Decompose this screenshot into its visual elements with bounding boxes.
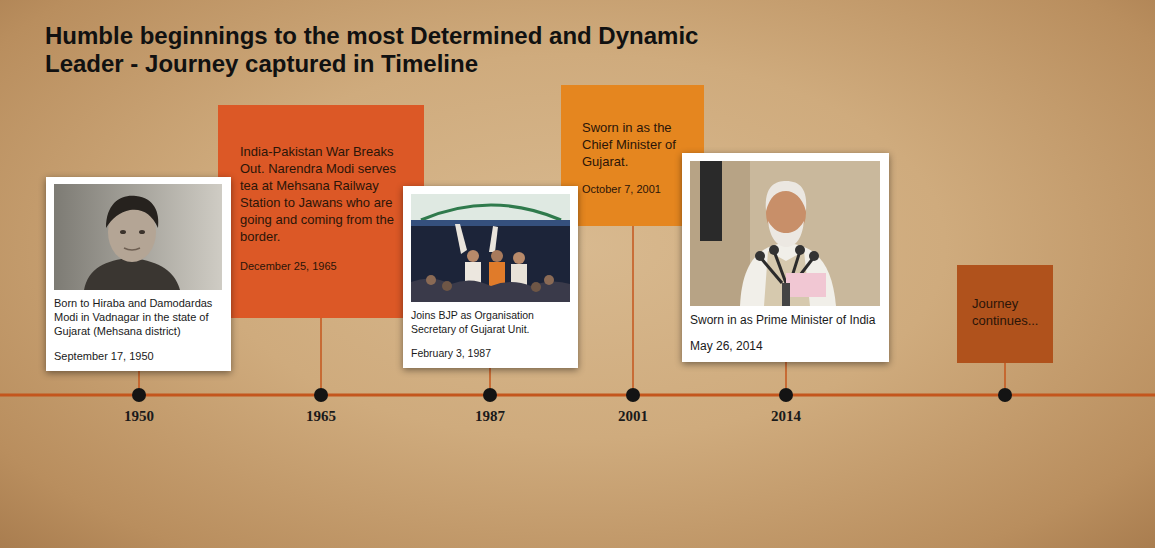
photo-shape [755, 251, 765, 261]
event-date: October 7, 2001 [582, 182, 680, 196]
photo-shape [782, 283, 790, 306]
photo-card: Joins BJP as Organisation Secretary of G… [403, 186, 578, 368]
photo-shape [411, 194, 570, 220]
photo-shape [740, 243, 836, 306]
year-label: 2014 [751, 408, 821, 425]
photo-shape [120, 230, 126, 234]
event-text: Born to Hiraba and Damodardas Modi in Va… [54, 296, 223, 338]
photo-shape [421, 205, 561, 220]
timeline-dots [132, 388, 1012, 402]
year-label: 2001 [598, 408, 668, 425]
event-date: May 26, 2014 [690, 338, 881, 354]
childhood-photo [54, 184, 222, 290]
photo-shape [411, 220, 570, 226]
photo-shape [54, 184, 222, 290]
photo-shape [106, 196, 158, 228]
photo-shape [700, 161, 722, 241]
event-box: India-Pakistan War Breaks Out. Narendra … [218, 105, 424, 318]
event-text: Joins BJP as Organisation Secretary of G… [411, 308, 570, 336]
timeline-axis [0, 394, 1155, 397]
photo-card: Sworn in as Prime Minister of IndiaMay 2… [682, 153, 889, 362]
photo-shape [544, 275, 554, 285]
photo-shape [755, 245, 819, 261]
year-label: 1987 [455, 408, 525, 425]
timeline-dot [483, 388, 497, 402]
photo-card: Born to Hiraba and Damodardas Modi in Va… [46, 177, 231, 371]
photo-shape [769, 245, 779, 255]
event-box: Journey continues... [957, 265, 1053, 363]
photo-shape [467, 250, 479, 262]
event-date: September 17, 1950 [54, 349, 223, 363]
photo-shape [411, 194, 570, 302]
event-text: India-Pakistan War Breaks Out. Narendra … [240, 143, 400, 245]
photo-shape [690, 161, 880, 306]
timeline-dot [626, 388, 640, 402]
photo-shape [513, 252, 525, 264]
event-text: Sworn in as Prime Minister of India [690, 312, 881, 328]
stem-line [489, 368, 491, 388]
timeline-dot [998, 388, 1012, 402]
event-text: Sworn in as the Chief Minister of Gujara… [582, 119, 680, 170]
timeline-dot [779, 388, 793, 402]
photo-shape [531, 282, 541, 292]
photo-shape [84, 258, 180, 290]
photo-shape [139, 230, 145, 234]
timeline-dot [132, 388, 146, 402]
photo-shape [766, 181, 807, 211]
stem-line [320, 318, 322, 388]
photo-shape [690, 161, 750, 306]
photo-shape [124, 248, 140, 250]
event-date: February 3, 1987 [411, 346, 570, 360]
photo-shape [489, 226, 498, 252]
photo-shape [426, 275, 436, 285]
timeline-dot [314, 388, 328, 402]
stem-line [1004, 363, 1006, 388]
event-text: Journey continues... [972, 295, 1043, 329]
year-label: 1950 [104, 408, 174, 425]
photo-shape [442, 281, 452, 291]
page-title: Humble beginnings to the most Determined… [45, 22, 765, 78]
stem-line [138, 371, 140, 388]
oath-photo [690, 161, 880, 306]
photo-shape [768, 221, 804, 247]
photo-shape [795, 245, 805, 255]
photo-shape [491, 250, 503, 262]
photo-shape [455, 224, 467, 254]
stem-line [785, 362, 787, 388]
photo-shape [809, 251, 819, 261]
rally-photo [411, 194, 570, 302]
photo-shape [774, 251, 786, 283]
stem-line [632, 226, 634, 388]
photo-shape [786, 273, 826, 297]
event-date: December 25, 1965 [240, 259, 400, 273]
year-label: 1965 [286, 408, 356, 425]
